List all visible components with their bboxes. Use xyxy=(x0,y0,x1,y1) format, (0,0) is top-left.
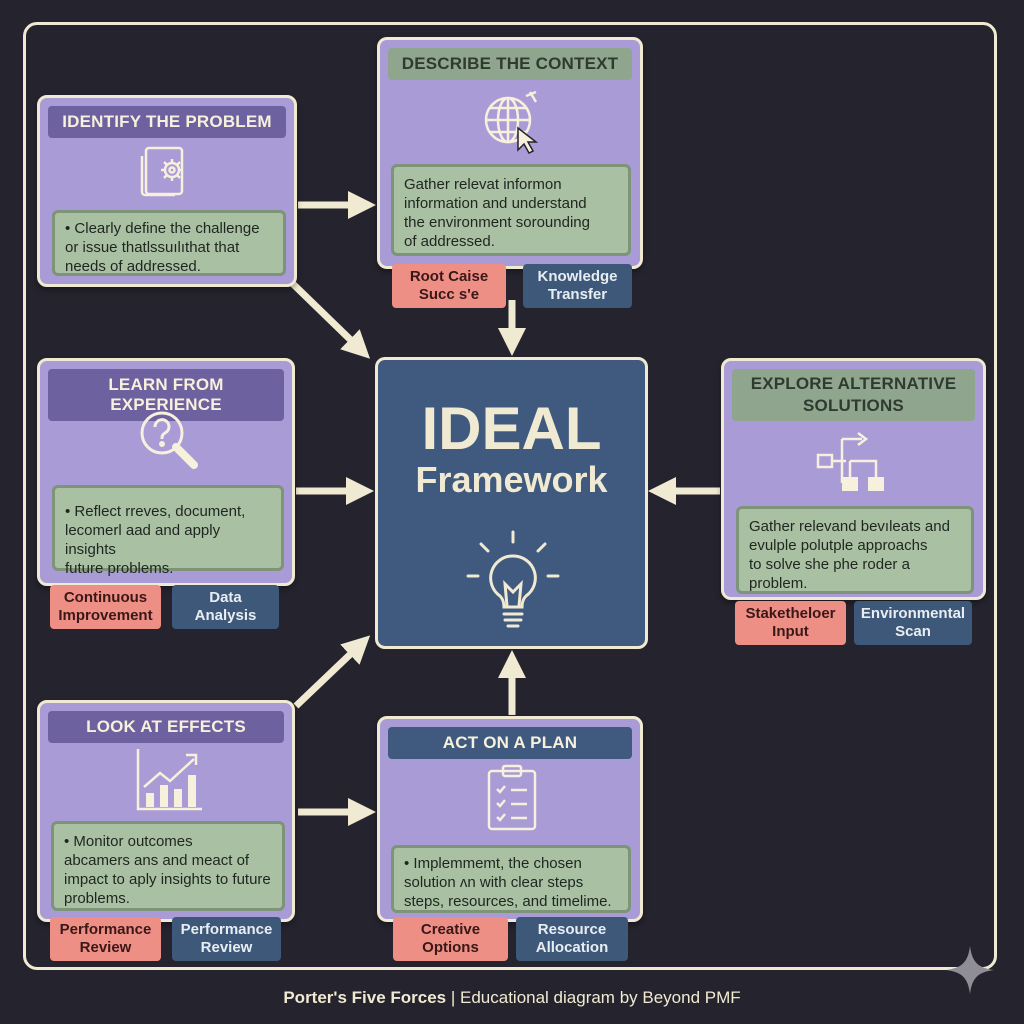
center-title: IDEAL xyxy=(421,395,602,462)
card-title: LEARN FROM EXPERIENCE xyxy=(48,369,284,421)
center-ideal-framework: IDEAL Framework xyxy=(375,357,648,649)
tag-stakeholder-input: Staketheloer Input xyxy=(735,601,846,645)
magnifier-question-icon xyxy=(140,411,198,469)
card-identify-problem: IDENTIFY THE PROBLEM • Clearly define th… xyxy=(37,95,297,287)
card-title: DESCRIBE THE CONTEXT xyxy=(388,48,632,80)
footer-credit: | Educational diagram by Beyond PMF xyxy=(446,988,741,1007)
card-learn-experience: LEARN FROM EXPERIENCE • Reflect rreves, … xyxy=(37,358,295,586)
tag-creative-options: Creative Options xyxy=(393,917,508,961)
diagram-frame xyxy=(23,22,997,970)
card-explore-solutions: EXPLORE ALTERNATIVE SOLUTIONS Gather rel… xyxy=(721,358,986,600)
card-description: • Monitor outcomes abcamers ans and meac… xyxy=(51,821,285,911)
card-act-plan: ACT ON A PLAN • Implemmemt, the chosen s… xyxy=(377,716,643,922)
card-description: • Clearly define the challenge or issue … xyxy=(52,210,286,276)
tag-performance-review-blue: Performance Review xyxy=(172,917,281,961)
arrow-look-to-center xyxy=(293,635,371,709)
lightbulb-icon xyxy=(466,530,560,628)
card-describe-context: DESCRIBE THE CONTEXT Gather relevat info… xyxy=(377,37,643,269)
card-description: • Implemmemt, the chosen solution ʌn wit… xyxy=(391,845,631,913)
tag-environmental-scan: Environmental Scan xyxy=(854,601,972,645)
tag-data-analysis: Data Analysis xyxy=(172,585,279,629)
tag-root-cause: Root Caise Succ s'e xyxy=(392,264,506,308)
card-description: Gather relevat informon information and … xyxy=(391,164,631,256)
card-description: • Reflect rreves, document, lecomerl aad… xyxy=(52,485,284,577)
card-title: LOOK AT EFFECTS xyxy=(48,711,284,743)
card-title: EXPLORE ALTERNATIVE SOLUTIONS xyxy=(732,369,975,421)
arrow-identify-to-center xyxy=(289,280,371,359)
tag-resource-allocation: Resource Allocation xyxy=(516,917,628,961)
tag-continuous-improvement: Continuous Improvement xyxy=(50,585,161,629)
tag-performance-review-red: Performance Review xyxy=(50,917,161,961)
gear-document-icon xyxy=(140,146,184,197)
hierarchy-icon xyxy=(816,432,884,491)
card-title: ACT ON A PLAN xyxy=(388,727,632,759)
tag-knowledge-transfer: Knowledge Transfer xyxy=(523,264,632,308)
center-subtitle: Framework xyxy=(415,459,608,500)
bar-chart-growth-icon xyxy=(136,749,202,811)
card-title: IDENTIFY THE PROBLEM xyxy=(48,106,286,138)
footer-caption: Porter's Five Forces | Educational diagr… xyxy=(0,988,1024,1008)
checklist-clipboard-icon xyxy=(487,764,537,831)
card-description: Gather relevand bevıleats and evulple po… xyxy=(736,506,974,594)
card-look-effects: LOOK AT EFFECTS • Monitor outcomes abcam… xyxy=(37,700,295,922)
globe-cursor-icon xyxy=(484,90,539,154)
sparkle-icon xyxy=(946,946,994,994)
footer-title: Porter's Five Forces xyxy=(283,988,447,1007)
